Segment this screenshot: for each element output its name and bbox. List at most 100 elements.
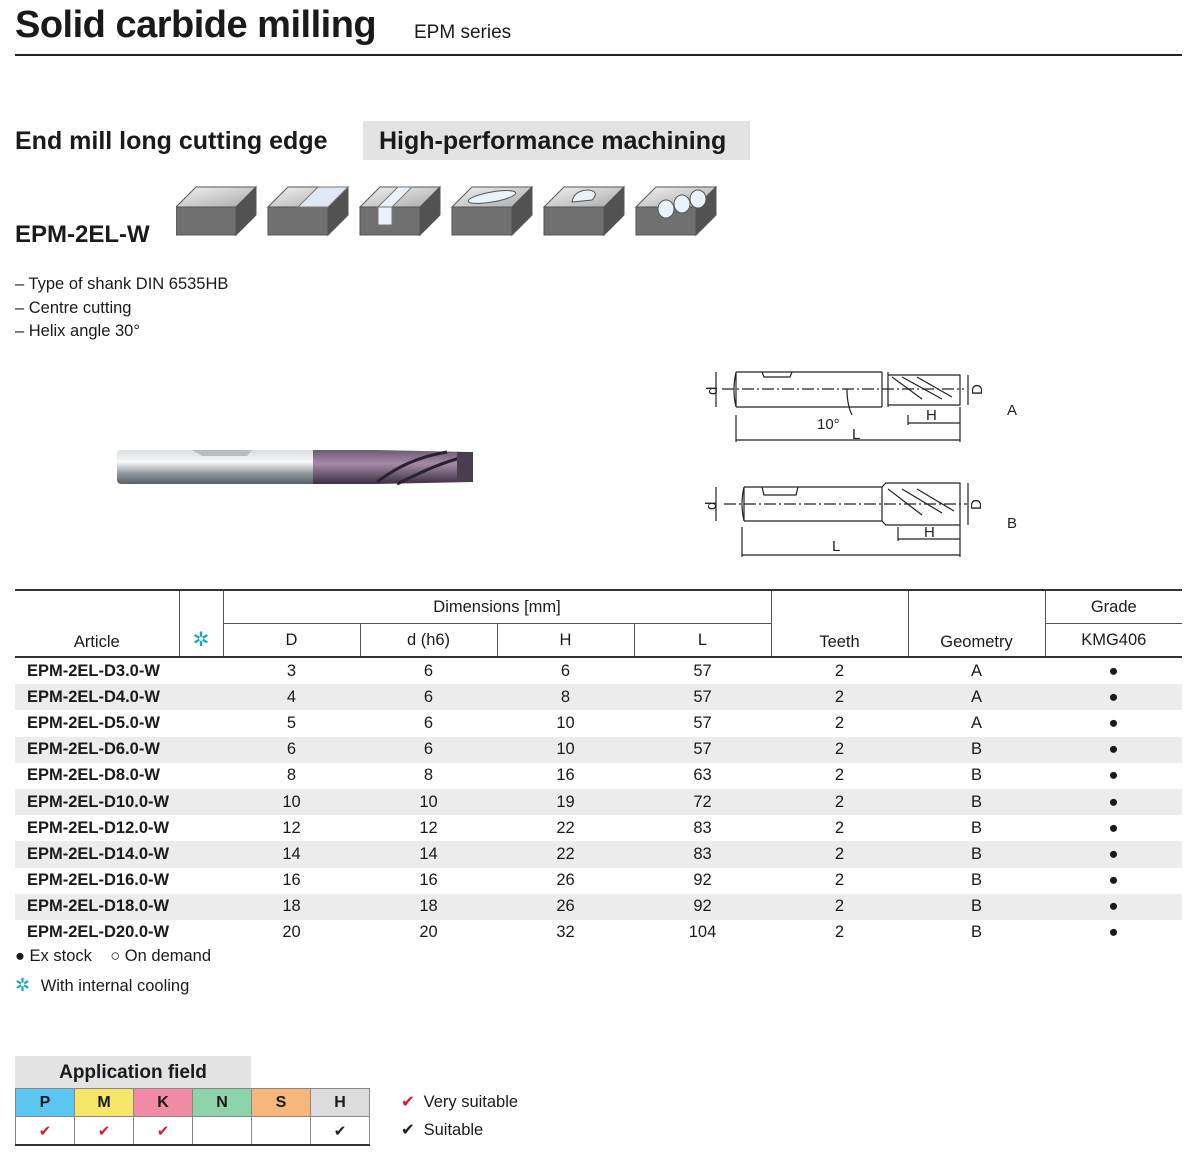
geometry-cell: B (908, 736, 1046, 763)
performance-badge: High-performance machining (363, 121, 750, 160)
section-heading: End mill long cutting edge (15, 127, 328, 155)
teeth-cell: 2 (834, 661, 845, 680)
cooling-cell (179, 841, 223, 868)
header-dimensions: Dimensions [mm] (222, 589, 772, 624)
total-length-cell: 72 (634, 788, 772, 816)
cutting-length-cell: 22 (497, 841, 634, 868)
article-cell: EPM-2EL-D4.0-W (15, 684, 179, 711)
shoulder-milling-icon (266, 185, 350, 237)
product-table: Article ✲ Dimensions [mm] Teeth Geometry… (15, 589, 1183, 946)
cooling-cell (179, 736, 223, 763)
material-suitability-k: ✔ (133, 1116, 193, 1146)
cooling-cell (179, 684, 223, 711)
diameter-cell: 18 (223, 893, 360, 920)
cooling-cell (179, 763, 223, 789)
material-suitability-h: ✔ (310, 1116, 370, 1146)
label-h-a: H (926, 407, 937, 424)
header-D: D (222, 623, 360, 658)
article-cell: EPM-2EL-D20.0-W (27, 923, 170, 942)
check-icon: ✔ (38, 1122, 52, 1140)
total-length-cell: 57 (634, 736, 772, 763)
material-group-m: M (74, 1088, 134, 1117)
material-group-s: S (251, 1088, 311, 1117)
material-group-p: P (15, 1088, 75, 1117)
on-demand-legend: ○ On demand (110, 947, 212, 965)
very-suitable-key: ✔ Very suitable (401, 1092, 518, 1112)
geometry-cell: A (908, 684, 1046, 711)
feature-shank: – Type of shank DIN 6535HB (15, 275, 229, 293)
shank-diameter-cell: 16 (419, 871, 438, 890)
label-geometry-a: A (1007, 402, 1017, 419)
cutting-length-cell: 26 (556, 871, 575, 890)
geometry-cell: B (971, 923, 983, 942)
article-cell: EPM-2EL-D8.0-W (27, 766, 160, 785)
total-length-cell: 57 (693, 661, 712, 680)
stock-cell: ● (1108, 713, 1119, 732)
article-cell: EPM-2EL-D5.0-W (27, 713, 160, 732)
drilling-icon (634, 185, 718, 237)
teeth-cell: 2 (834, 871, 845, 890)
article-cell: EPM-2EL-D14.0-W (15, 841, 179, 868)
operation-icons (176, 185, 718, 237)
stock-cell: ● (1045, 788, 1183, 816)
header-L: L (633, 623, 772, 658)
diameter-cell: 10 (223, 788, 360, 816)
teeth-cell: 2 (771, 788, 909, 816)
article-cell: EPM-2EL-D18.0-W (15, 893, 179, 920)
shank-diameter-cell: 18 (360, 893, 497, 920)
teeth-cell: 2 (834, 818, 845, 837)
geometry-cell: B (908, 893, 1046, 920)
material-group-n: N (192, 1088, 252, 1117)
feature-list: – Type of shank DIN 6535HB – Centre cutt… (15, 273, 228, 344)
cooling-cell (179, 710, 223, 736)
ramping-icon (542, 185, 626, 237)
stock-cell: ● (1045, 893, 1183, 920)
cooling-cell (179, 920, 223, 946)
header-grade: Grade (1044, 589, 1183, 624)
cutting-length-cell: 16 (556, 766, 575, 785)
geometry-cell: B (971, 871, 983, 890)
application-field-title: Application field (15, 1056, 251, 1088)
header-H: H (496, 623, 634, 658)
ex-stock-legend: ● Ex stock (15, 947, 92, 965)
stock-cell: ● (1108, 661, 1119, 680)
title-divider (15, 54, 1182, 56)
teeth-cell: 2 (771, 893, 909, 920)
shank-diameter-cell: 10 (360, 788, 497, 816)
cutting-length-cell: 10 (556, 713, 575, 732)
cooling-cell (179, 788, 223, 816)
cutting-length-cell: 26 (497, 893, 634, 920)
cutting-length-cell: 22 (556, 818, 575, 837)
article-cell: EPM-2EL-D3.0-W (27, 661, 160, 680)
end-mill-photo (117, 450, 473, 486)
total-length-cell: 92 (634, 893, 772, 920)
shank-diameter-cell: 14 (360, 841, 497, 868)
teeth-cell: 2 (771, 736, 909, 763)
suitable-key: ✔ Suitable (401, 1120, 483, 1140)
label-h-b: H (924, 524, 935, 541)
diameter-cell: 5 (286, 713, 297, 732)
cooling-cell (179, 868, 223, 894)
diameter-cell: 3 (286, 661, 297, 680)
feature-centre-cutting: – Centre cutting (15, 298, 132, 317)
internal-cooling-icon: ✲ (15, 975, 31, 995)
total-length-cell: 104 (688, 923, 717, 942)
diameter-cell: 20 (282, 923, 301, 942)
geometry-cell: B (971, 766, 983, 785)
article-cell: EPM-2EL-D6.0-W (15, 736, 179, 763)
geometry-cell: B (908, 788, 1046, 816)
material-group-h: H (310, 1088, 370, 1117)
diameter-cell: 16 (282, 871, 301, 890)
diameter-cell: 12 (282, 818, 301, 837)
cooling-cell (179, 657, 223, 684)
shank-diameter-cell: 8 (423, 766, 434, 785)
geometry-cell: B (908, 841, 1046, 868)
